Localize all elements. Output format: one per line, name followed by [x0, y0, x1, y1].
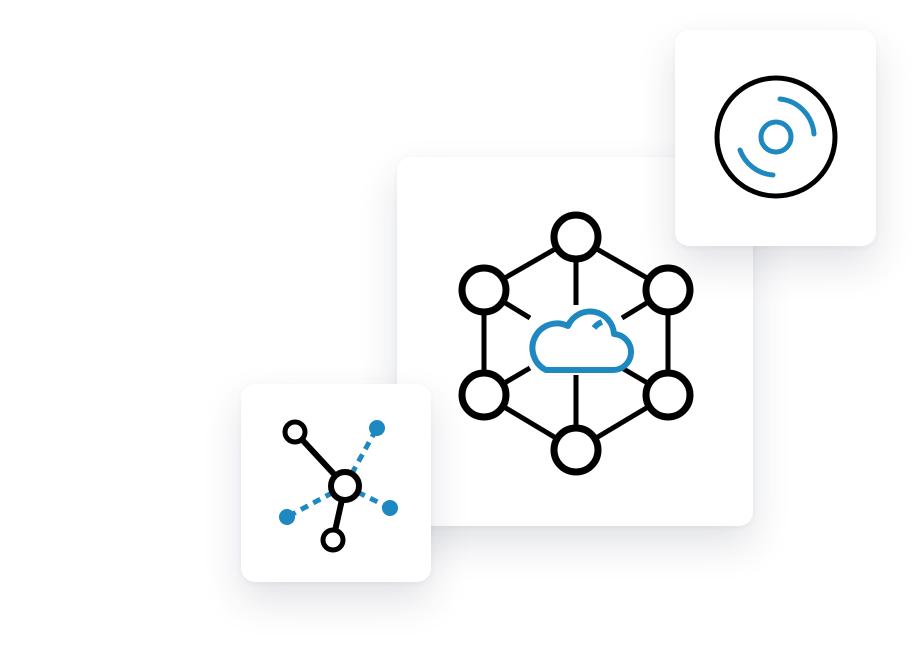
cloud-icon [529, 308, 635, 374]
cloud-network-icon [458, 211, 694, 476]
node-graph-icon [279, 419, 398, 553]
disc-icon [714, 75, 838, 199]
disc-card [675, 30, 876, 246]
